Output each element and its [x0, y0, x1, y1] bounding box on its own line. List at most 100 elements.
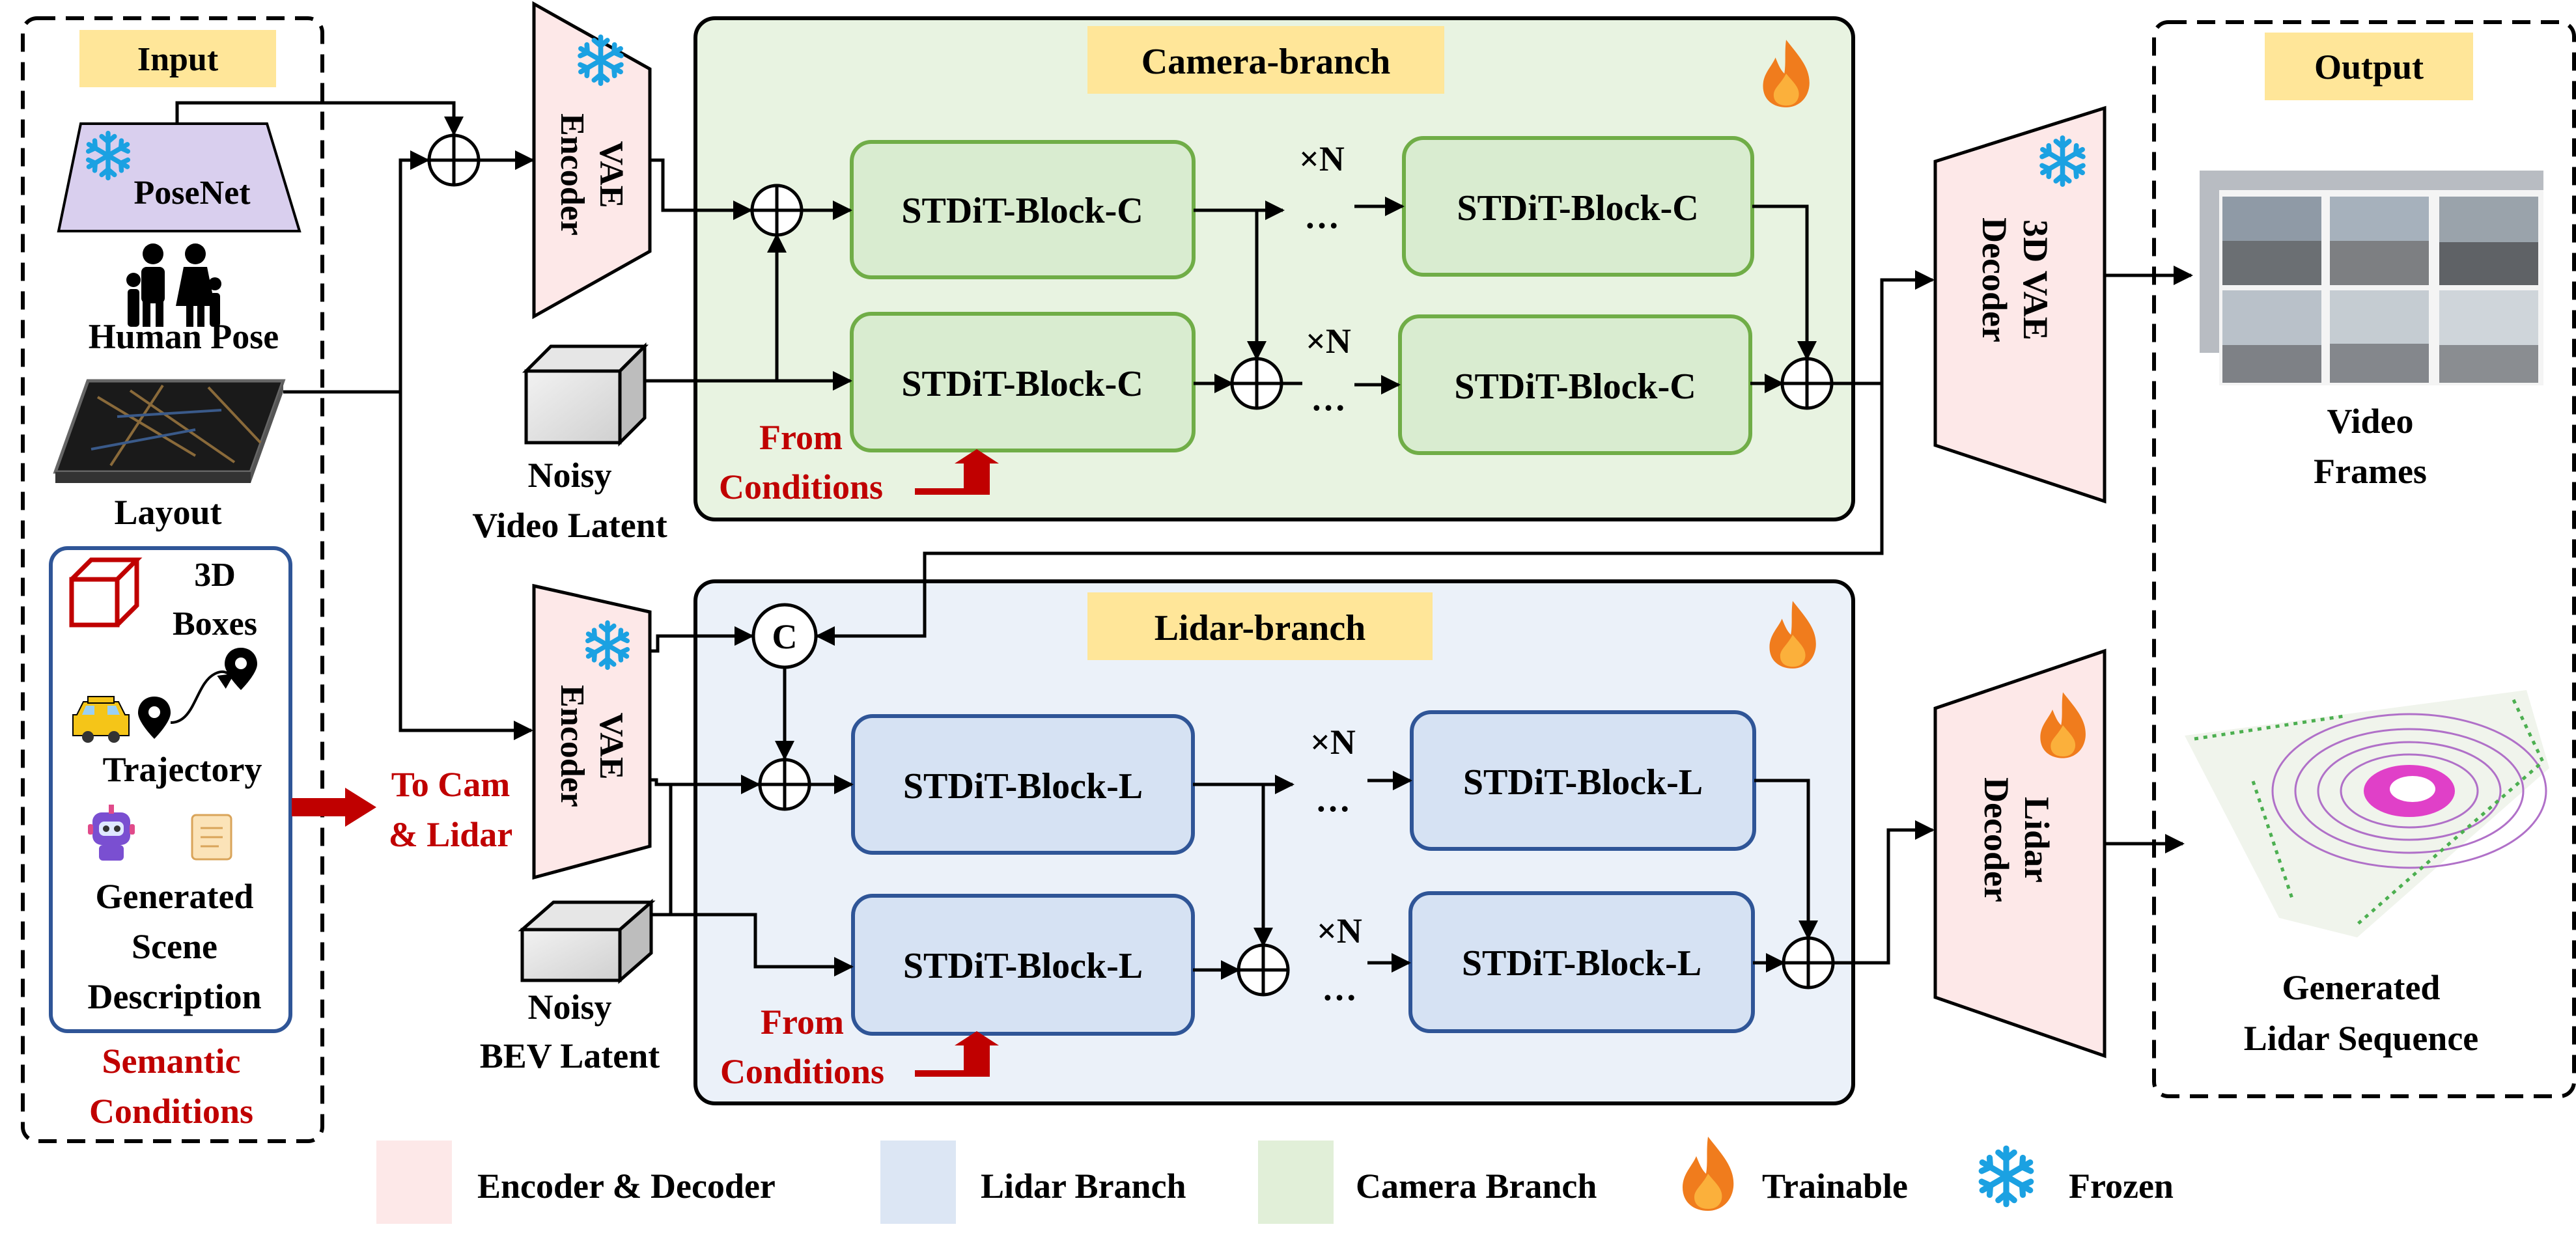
camera-sum-input [750, 184, 804, 237]
svg-text:STDiT-Block-L: STDiT-Block-L [903, 766, 1143, 807]
legend-trainable-icon [1683, 1137, 1734, 1211]
camera-from-label-2: Conditions [719, 467, 883, 506]
boxes-label-2: Boxes [173, 605, 257, 643]
svg-text:Lidar: Lidar [2017, 797, 2056, 883]
lidar-sum-out [1782, 936, 1835, 989]
legend: Encoder & Decoder Lidar Branch Camera Br… [376, 1137, 2174, 1224]
lidar-from-label-1: From [761, 1003, 844, 1042]
video-frames-label-1: Video [2327, 402, 2414, 441]
input-title-bg [79, 30, 276, 87]
legend-swatch-lidar [880, 1141, 956, 1224]
camera-block-3: STDiT-Block-C [850, 312, 1196, 452]
taxi-icon [72, 696, 130, 743]
trajectory-path [170, 670, 234, 724]
robot-icon [88, 805, 135, 861]
legend-swatch-camera [1258, 1141, 1334, 1224]
lidar-sum-input [758, 758, 811, 811]
location-pin-icon [138, 697, 171, 739]
legend-frozen-label: Frozen [2069, 1167, 2174, 1206]
lidar-sum-mid [1237, 943, 1290, 997]
lidar-connectors [650, 383, 1884, 980]
lidar-from-label-2: Conditions [720, 1052, 884, 1091]
vae-encoder-lidar: VAE Encoder [532, 583, 652, 880]
camera-block-2: STDiT-Block-C [1402, 136, 1754, 277]
lidar-times-n-1: ×N [1310, 723, 1356, 762]
camera-dots-1: … [1304, 197, 1339, 236]
lidar-block-2: STDiT-Block-L [1410, 710, 1756, 851]
semantic-conditions-box [49, 546, 292, 1033]
camera-from-arrow [915, 449, 999, 495]
to-cam-lidar-arrow [292, 788, 376, 827]
lidar-branch-title: Lidar-branch [1155, 608, 1366, 648]
output-title-bg [2265, 33, 2473, 100]
lidar-dots-1: … [1315, 780, 1351, 819]
svg-text:Encoder: Encoder [553, 113, 591, 236]
posenet-label: PoseNet [133, 174, 251, 212]
svg-text:3D VAE: 3D VAE [2016, 219, 2055, 340]
svg-text:VAE: VAE [593, 712, 630, 779]
camera-branch-title: Camera-branch [1141, 42, 1391, 82]
legend-frozen-icon [1981, 1148, 2030, 1204]
lidar-times-n-2: ×N [1317, 911, 1362, 950]
noisy-bev-label-1: Noisy [527, 988, 611, 1027]
human-pose-icon [126, 243, 221, 327]
scene-label-3: Description [88, 977, 262, 1016]
noisy-video-latent-cube [522, 342, 649, 447]
output-title: Output [2314, 48, 2424, 87]
layout-label: Layout [114, 493, 221, 532]
svg-text:STDiT-Block-L: STDiT-Block-L [1462, 943, 1701, 984]
svg-text:STDiT-Block-C: STDiT-Block-C [901, 364, 1143, 404]
camera-title-bg [1087, 26, 1444, 94]
camera-sum-out [1780, 357, 1834, 410]
to-cam-label-2: & Lidar [389, 815, 513, 854]
svg-text:VAE: VAE [593, 141, 630, 208]
legend-camera-label: Camera Branch [1356, 1167, 1597, 1206]
scene-label-2: Scene [132, 927, 217, 966]
vae-encoder-camera: VAE Encoder [532, 1, 652, 320]
camera-block-1: STDiT-Block-C [850, 140, 1196, 279]
legend-encoder-label: Encoder & Decoder [477, 1167, 776, 1206]
video-frames-label-2: Frames [2314, 452, 2427, 491]
camera-connectors [645, 197, 1817, 394]
svg-text:STDiT-Block-C: STDiT-Block-C [901, 191, 1143, 231]
noisy-video-label-2: Video Latent [472, 506, 667, 545]
output-panel [2152, 20, 2576, 1098]
camera-times-n-1: ×N [1299, 139, 1345, 178]
svg-text:Encoder: Encoder [553, 685, 591, 807]
camera-times-n-2: ×N [1306, 322, 1351, 361]
lidar-decoder: Lidar Decoder [1933, 648, 2107, 1058]
svg-text:STDiT-Block-C: STDiT-Block-C [1457, 188, 1698, 228]
concat-label: C [772, 617, 798, 656]
svg-text:Decoder: Decoder [1977, 777, 2016, 902]
semantic-label-1: Semantic [102, 1042, 241, 1081]
lidar-from-arrow [915, 1031, 999, 1077]
svg-text:Decoder: Decoder [1975, 217, 2014, 342]
layout-icon [53, 379, 286, 483]
lidar-block-3: STDiT-Block-L [851, 894, 1195, 1036]
lidar-sequence-visual [2185, 690, 2549, 937]
noisy-bev-label-2: BEV Latent [480, 1036, 660, 1075]
legend-lidar-label: Lidar Branch [981, 1167, 1186, 1206]
camera-block-4: STDiT-Block-C [1398, 314, 1752, 455]
video-frames-thumbnails [2200, 171, 2543, 385]
input-sum-node [427, 133, 481, 187]
lidar-sequence-label-1: Generated [2282, 968, 2441, 1007]
camera-from-label-1: From [759, 418, 843, 457]
svg-text:STDiT-Block-L: STDiT-Block-L [903, 946, 1143, 986]
camera-sum-mid [1230, 357, 1283, 410]
legend-trainable-label: Trainable [1762, 1167, 1908, 1206]
scene-label-1: Generated [96, 877, 254, 916]
boxes-label-1: 3D [194, 557, 236, 594]
noisy-bev-latent-cube [518, 898, 656, 984]
input-title: Input [137, 41, 219, 78]
location-pin-icon-2 [225, 648, 257, 690]
svg-text:STDiT-Block-C: STDiT-Block-C [1454, 367, 1696, 407]
input-connectors [175, 101, 2193, 965]
human-pose-label: Human Pose [89, 317, 279, 356]
svg-text:STDiT-Block-L: STDiT-Block-L [1463, 762, 1703, 803]
trajectory-label: Trajectory [103, 750, 262, 789]
box-3d-icon [69, 557, 143, 628]
scroll-icon [191, 814, 232, 861]
lidar-block-4: STDiT-Block-L [1408, 891, 1755, 1033]
